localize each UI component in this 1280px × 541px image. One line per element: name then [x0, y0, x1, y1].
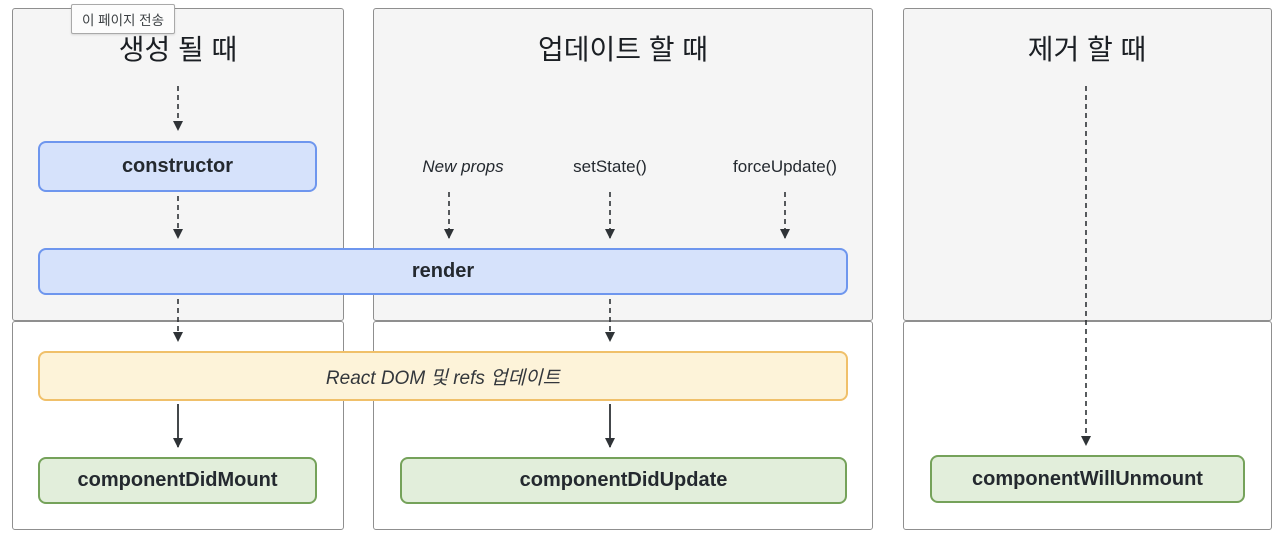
column-title-mount: 생성 될 때 [118, 34, 238, 65]
node-component-did-mount: componentDidMount [38, 457, 317, 504]
translate-page-tooltip[interactable]: 이 페이지 전송 [71, 4, 176, 34]
column-title-update: 업데이트 할 때 [537, 34, 709, 65]
node-render: render [38, 248, 848, 295]
label-new-props: New props [422, 157, 504, 176]
node-constructor: constructor [38, 141, 317, 192]
node-react-dom-refs-update: React DOM 및 refs 업데이트 [38, 351, 848, 401]
label-set-state: setState() [573, 157, 647, 176]
node-component-will-unmount: componentWillUnmount [930, 455, 1245, 503]
column-title-unmount: 제거 할 때 [1027, 34, 1147, 65]
node-component-did-update: componentDidUpdate [400, 457, 847, 504]
panel-unmount-render-phase [903, 8, 1272, 321]
label-force-update: forceUpdate() [733, 157, 837, 176]
